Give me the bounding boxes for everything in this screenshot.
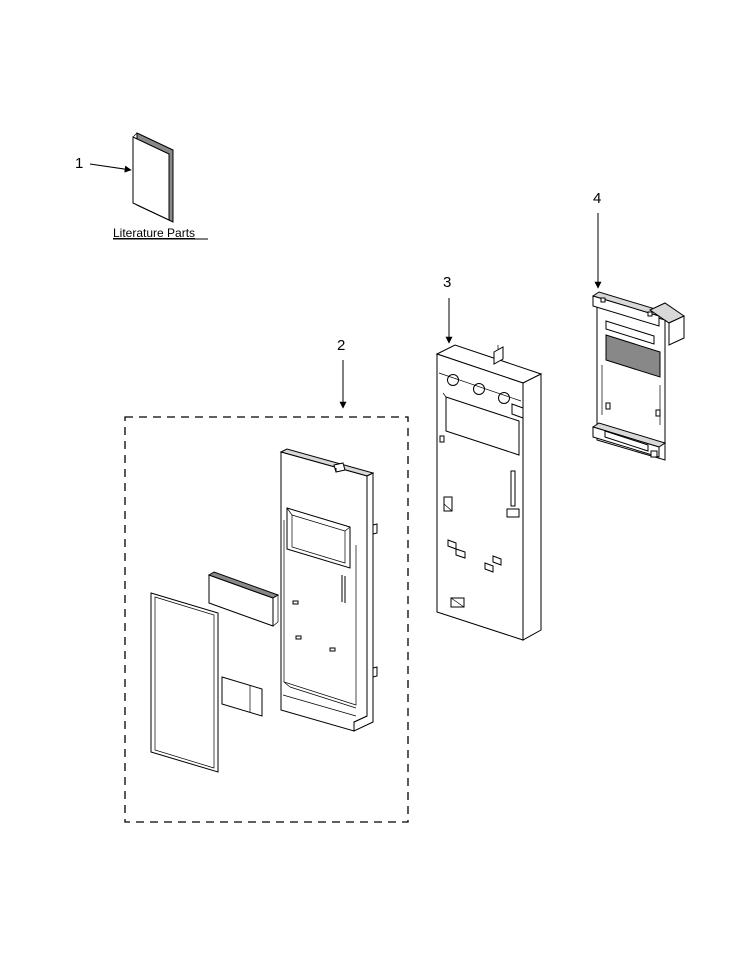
control-board xyxy=(591,291,686,461)
callout-3: 3 xyxy=(443,274,453,344)
callout-4-number: 4 xyxy=(593,190,601,207)
assembly-group-box xyxy=(124,416,409,823)
callout-1: 1 xyxy=(75,155,132,173)
callout-2-number: 2 xyxy=(337,337,345,354)
display-window-plate xyxy=(207,571,280,627)
literature-booklet xyxy=(132,132,174,223)
callout-2: 2 xyxy=(337,337,347,409)
control-panel-frame xyxy=(279,448,378,732)
literature-parts-label: Literature Parts xyxy=(113,226,195,240)
callout-4: 4 xyxy=(593,190,602,289)
callout-3-number: 3 xyxy=(443,274,451,291)
callout-1-number: 1 xyxy=(75,155,83,172)
membrane-keypad xyxy=(150,592,219,773)
mounting-bracket xyxy=(435,344,543,641)
flex-ribbon xyxy=(221,676,263,717)
